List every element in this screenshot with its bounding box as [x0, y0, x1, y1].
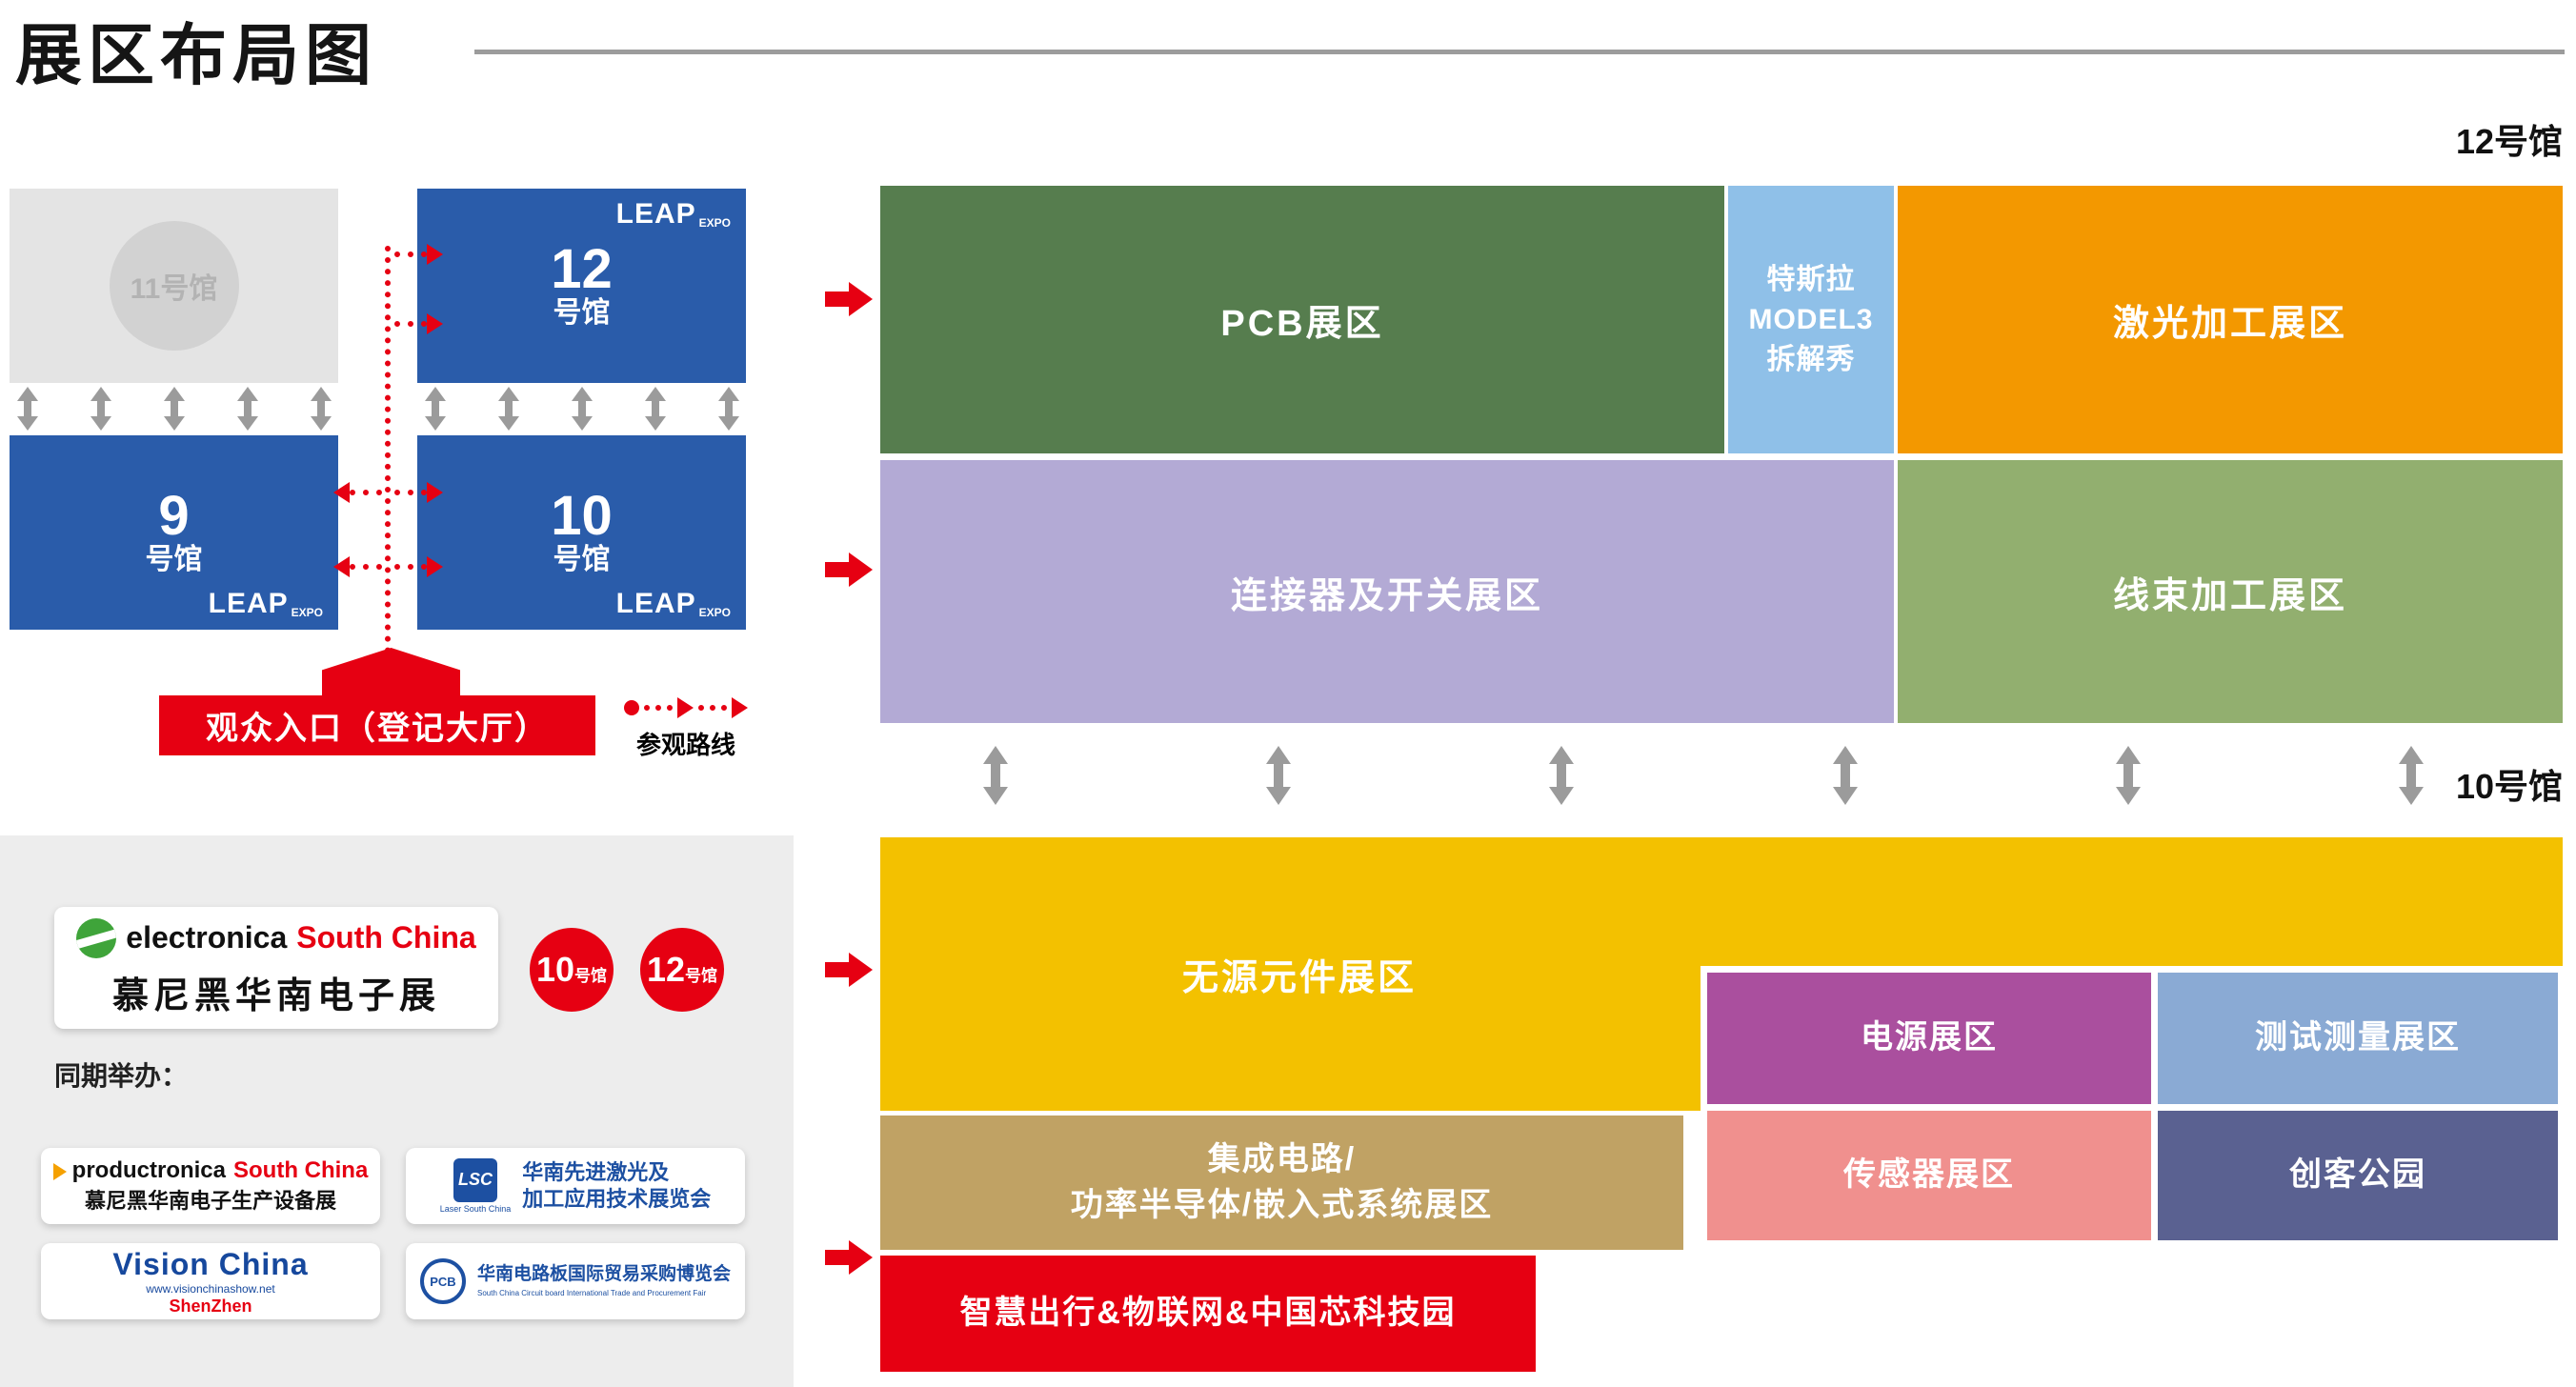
page-title: 展区布局图: [15, 18, 377, 92]
hall-12-corner-label: 12号馆: [2455, 122, 2563, 161]
route-arrow-icon: [427, 482, 443, 503]
double-arrow-icon: [1549, 746, 1574, 805]
route-arrow-segment: [333, 556, 382, 577]
double-arrow-icon: [91, 387, 111, 431]
red-arrow-icon: [825, 953, 873, 987]
zone-pcb: PCB展区: [880, 186, 1724, 453]
route-arrow-icon: [732, 697, 748, 718]
hall-11-label: 11号馆: [130, 273, 218, 305]
laser-expo-card: LSC Laser South China 华南先进激光及 加工应用技术展览会: [406, 1148, 745, 1224]
double-arrow-icon: [2116, 746, 2141, 805]
hall-transition-arrows: [983, 746, 2424, 805]
hall-11-box: 11号馆: [10, 189, 338, 383]
zone-connector: 连接器及开关展区: [880, 460, 1894, 723]
zone-laser: 激光加工展区: [1898, 186, 2563, 453]
hall-11-circle: 11号馆: [109, 221, 239, 351]
hall-9-label: 9 号馆: [145, 484, 203, 575]
zone-ic-semiconductor: 集成电路/ 功率半导体/嵌入式系统展区: [880, 1116, 1683, 1250]
entrance-marker: [322, 648, 460, 697]
double-arrow-icon: [311, 387, 332, 431]
electronica-region: South China: [296, 920, 476, 955]
double-arrow-icon: [645, 387, 666, 431]
leap-expo-logo: LEAP EXPO: [208, 588, 323, 619]
electronica-cn-name: 慕尼黑华南电子展: [111, 975, 440, 1016]
route-arrow-icon: [427, 244, 443, 265]
ipcb-card: PCB 华南电路板国际贸易采购博览会 South China Circuit b…: [406, 1243, 745, 1319]
double-arrow-icon: [1833, 746, 1858, 805]
route-arrow-segment: [394, 482, 443, 503]
route-arrow-icon: [333, 556, 350, 577]
hall-10-label: 10 号馆: [551, 484, 613, 575]
hall-9-box: 9 号馆 LEAP EXPO: [10, 435, 338, 630]
entrance-banner: 观众入口（登记大厅）: [159, 695, 595, 755]
laser-south-china-logo-icon: LSC: [453, 1157, 497, 1202]
zone-smart-mobility: 智慧出行&物联网&中国芯科技园: [880, 1256, 1536, 1372]
route-arrow-icon: [333, 482, 350, 503]
double-arrow-icon: [425, 387, 446, 431]
route-legend-label: 参观路线: [635, 731, 735, 759]
leap-expo-logo: LEAP EXPO: [615, 588, 731, 619]
electronica-brand: electronica: [126, 920, 288, 955]
route-legend-icon: [624, 697, 748, 718]
concurrent-label: 同期举办：: [54, 1061, 189, 1091]
double-arrow-icon: [983, 746, 1008, 805]
double-arrow-icon: [572, 387, 593, 431]
zone-maker-park: 创客公园: [2151, 1104, 2565, 1247]
route-arrow-segment: [394, 244, 443, 265]
electronica-card: electronica South China 慕尼黑华南电子展: [54, 907, 498, 1029]
vision-china-card: Vision China www.visionchinashow.net She…: [41, 1243, 380, 1319]
double-arrow-icon: [718, 387, 739, 431]
productronica-card: productronica South China 慕尼黑华南电子生产设备展: [41, 1148, 380, 1224]
zone-sensor: 传感器展区: [1701, 1104, 2158, 1247]
red-arrow-icon: [825, 282, 873, 316]
zone-test-measure: 测试测量展区: [2151, 966, 2565, 1111]
hall-10-corner-label: 10号馆: [2455, 767, 2563, 806]
electronica-logo-icon: [76, 917, 117, 958]
productronica-arrow-icon: [52, 1162, 67, 1180]
zone-harness: 线束加工展区: [1898, 460, 2563, 723]
red-arrow-icon: [825, 553, 873, 587]
route-arrow-icon: [677, 697, 694, 718]
zone-power: 电源展区: [1701, 966, 2158, 1111]
hall-12-box: LEAP EXPO 12 号馆: [417, 189, 746, 383]
visitor-route-line: [385, 246, 391, 653]
double-arrow-icon: [164, 387, 185, 431]
hall-10-box: 10 号馆 LEAP EXPO: [417, 435, 746, 630]
route-start-dot-icon: [624, 700, 639, 715]
double-arrow-icon: [1266, 746, 1291, 805]
route-arrow-icon: [427, 313, 443, 334]
hall-gap-arrows-left: [17, 387, 332, 431]
title-divider: [474, 50, 2565, 54]
double-arrow-icon: [237, 387, 258, 431]
hall-12-label: 12 号馆: [551, 237, 613, 329]
hall-gap-arrows-right: [425, 387, 739, 431]
leap-expo-logo: LEAP EXPO: [615, 198, 731, 230]
double-arrow-icon: [498, 387, 519, 431]
route-arrow-icon: [427, 556, 443, 577]
route-arrow-segment: [333, 482, 382, 503]
route-arrow-segment: [394, 556, 443, 577]
route-legend: 参观路线: [624, 697, 748, 761]
zone-tesla-model3: 特斯拉 MODEL3 拆解秀: [1728, 186, 1894, 453]
double-arrow-icon: [17, 387, 38, 431]
route-arrow-segment: [394, 313, 443, 334]
ipcb-logo-icon: PCB: [419, 1258, 466, 1304]
double-arrow-icon: [2399, 746, 2424, 805]
red-arrow-icon: [825, 1240, 873, 1275]
